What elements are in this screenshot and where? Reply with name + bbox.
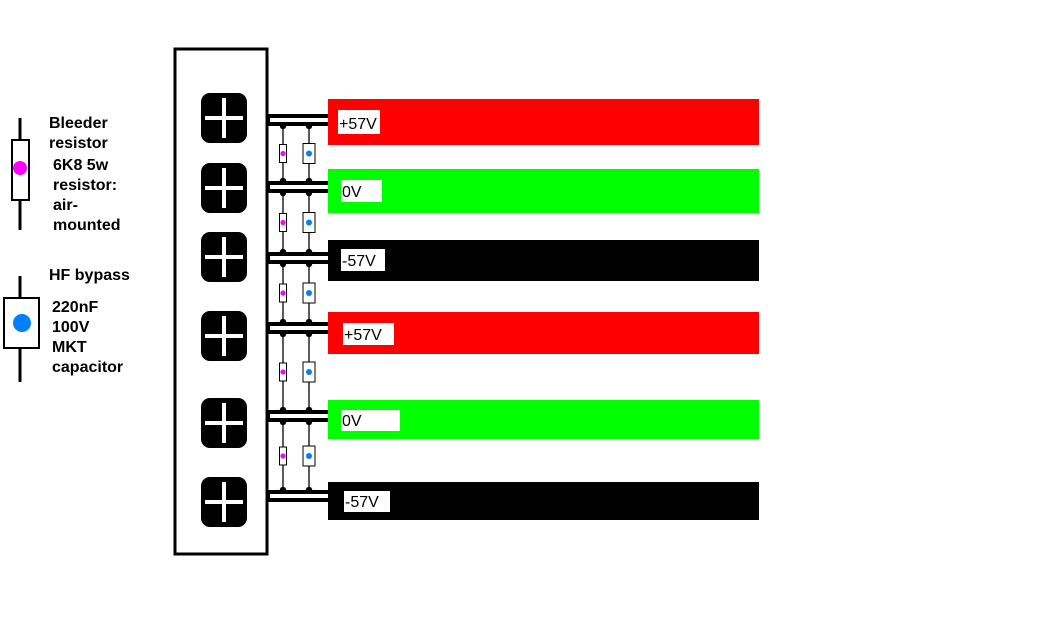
rail-label: +57V: [344, 327, 382, 344]
resistor-dot-icon: [280, 219, 286, 226]
bleeder-resistor: [279, 362, 287, 382]
rail-bar: [328, 482, 759, 520]
hf-bypass-capacitor: [302, 282, 316, 304]
legend-line: mounted: [53, 217, 121, 234]
bleeder-resistor: [279, 446, 287, 466]
capacitor-dot-icon: [306, 369, 312, 375]
rail-label-box: [341, 180, 382, 202]
bus-bar: [268, 410, 330, 422]
capacitor-dot-icon: [306, 150, 312, 157]
rail-label-box: [341, 249, 385, 271]
voltage-rail: 0V: [328, 400, 759, 439]
bleeder-resistor: [279, 144, 287, 163]
legend-line: Bleeder: [49, 115, 108, 132]
bus-bar: [268, 181, 330, 193]
bus-bar: [268, 114, 330, 126]
rail-label: -57V: [345, 494, 379, 511]
capacitor-dot-icon: [306, 290, 312, 296]
bus-bar-inner: [270, 414, 328, 418]
capacitor-dot-icon: [306, 453, 312, 459]
screw-terminal: [201, 93, 247, 143]
capacitor-dot-icon: [13, 314, 31, 332]
legend-line: 6K8 5w: [53, 157, 109, 174]
legend-line: 220nF: [52, 299, 99, 316]
hf-bypass-capacitor: [302, 361, 316, 383]
bus-bar-inner: [270, 326, 328, 330]
voltage-rail: -57V: [328, 482, 759, 520]
capacitor-dot-icon: [306, 219, 312, 226]
rails: +57V 0V -57V +57V 0V -57V: [268, 99, 759, 520]
screw-terminal: [201, 232, 247, 282]
rail-label-box: [338, 110, 380, 134]
bus-bar-inner: [270, 118, 328, 122]
screw-terminal: [201, 398, 247, 448]
hf-bypass-capacitor: [302, 143, 316, 164]
legend-line: capacitor: [52, 359, 124, 376]
resistor-dot-icon: [13, 161, 27, 175]
rail-label-box: [343, 323, 394, 345]
rail-bar: [328, 240, 759, 281]
rail-label-box: [344, 491, 390, 512]
hf-bypass-title: HF bypass: [49, 266, 130, 286]
legend-resistor-symbol: [11, 118, 30, 230]
hf-bypass-capacitor: [302, 212, 316, 233]
legend-line: HF bypass: [49, 267, 130, 284]
legend-line: 100V: [52, 319, 90, 336]
rail-bar: [328, 169, 759, 213]
rail-label: -57V: [342, 253, 376, 270]
rail-label-box: [341, 410, 400, 431]
bus-bar-inner: [270, 494, 328, 498]
bleeder-resistor: [279, 283, 287, 303]
voltage-rail: +57V: [328, 99, 759, 145]
legend-line: resistor:: [53, 177, 118, 194]
legend-line: air-: [53, 197, 78, 214]
screw-terminal: [201, 163, 247, 213]
rail-label: 0V: [342, 413, 362, 430]
components: [279, 122, 316, 494]
resistor-dot-icon: [280, 453, 286, 459]
legend-line: MKT: [52, 339, 87, 356]
bus-bar-inner: [270, 185, 328, 189]
legend-line: resistor: [49, 135, 108, 152]
bleeder-resistor: [279, 213, 287, 232]
bleeder-resistor-title: Bleeder resistor: [49, 114, 108, 154]
legend-capacitor-symbol: [3, 276, 40, 382]
resistor-dot-icon: [280, 369, 286, 375]
screw-terminal: [201, 477, 247, 527]
bus-bar-inner: [270, 256, 328, 260]
bus-bar: [268, 322, 330, 334]
hf-bypass-capacitor: [302, 445, 316, 467]
voltage-rail: -57V: [328, 240, 759, 281]
voltage-rail: +57V: [328, 312, 759, 354]
bleeder-resistor-description: 6K8 5w resistor: air- mounted: [53, 156, 121, 236]
terminals: [201, 93, 247, 527]
rail-label: +57V: [339, 116, 377, 133]
screw-terminal: [201, 311, 247, 361]
rail-bar: [328, 99, 759, 145]
voltage-rail: 0V: [328, 169, 759, 213]
bus-bar: [268, 490, 330, 502]
rail-label: 0V: [342, 184, 362, 201]
bus-bar: [268, 252, 330, 264]
rail-bar: [328, 312, 759, 354]
resistor-dot-icon: [280, 290, 286, 296]
resistor-dot-icon: [280, 150, 286, 157]
capacitor-description: 220nF 100V MKT capacitor: [52, 298, 123, 378]
